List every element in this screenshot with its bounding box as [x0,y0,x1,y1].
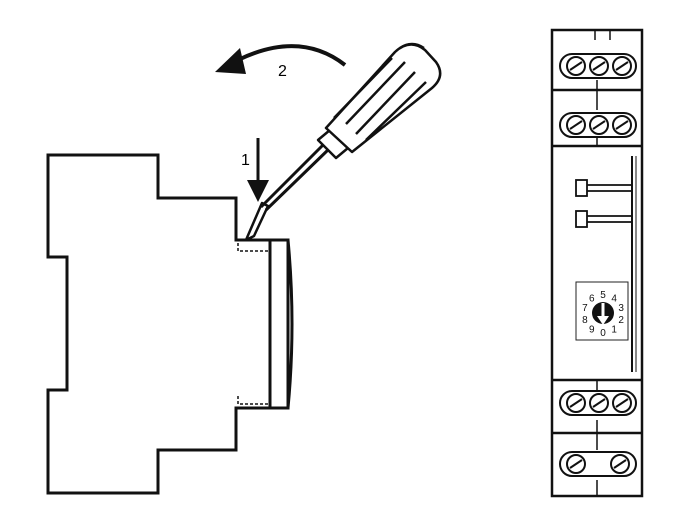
screwdriver-icon [244,42,442,242]
led-2 [575,210,588,228]
lower-latch [237,396,268,405]
dial-digit: 6 [589,294,595,305]
housing-outline [46,153,290,495]
dial-digit: 0 [600,328,606,339]
front-cover [268,238,294,410]
dial-digit: 8 [582,315,588,326]
dial-digit: 3 [618,303,624,314]
dial-digit: 4 [611,294,617,305]
dial-digit: 2 [618,315,624,326]
din-module-side-view [46,153,294,495]
led-1 [575,179,588,197]
step1-arrow [247,138,269,202]
upper-latch [237,243,268,252]
terminal-row-1 [559,53,637,79]
din-module-front-view [550,28,644,498]
step2-label: 2 [278,63,287,80]
dial-digit: 1 [611,324,617,335]
dial-digit: 7 [582,303,588,314]
dial-digit: 9 [589,324,595,335]
terminal-row-2 [559,112,637,138]
terminal-row-3 [559,390,637,416]
latch-marks [237,243,268,405]
dial-digit: 5 [600,290,606,301]
led-indicators [575,156,637,372]
step1-label: 1 [241,152,250,169]
terminal-row-4 [559,451,637,477]
step2-arrow [215,44,347,74]
